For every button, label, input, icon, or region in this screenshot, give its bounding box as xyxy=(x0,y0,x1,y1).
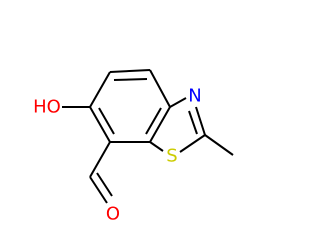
bond-c7a-c3a xyxy=(149,106,171,143)
bond-aldehyde-co xyxy=(89,176,108,204)
bond-c7-aldehyde-carbon xyxy=(89,141,111,178)
atom-label-hydroxyl-oxygen: HO xyxy=(33,97,61,118)
bond-c6-c7-inner xyxy=(98,107,115,135)
molecule-structure-diagram: HO N S O xyxy=(33,69,234,225)
bond-c4-c5 xyxy=(109,69,151,73)
atom-label-aldehyde-oxygen: O xyxy=(106,204,120,225)
bond-c2-methyl xyxy=(204,134,234,156)
bond-c3a-n3 xyxy=(169,97,187,108)
bond-c7a-c3a-inner xyxy=(145,107,162,135)
bond-n3-c2-inner xyxy=(188,110,198,135)
bond-c5-c6 xyxy=(89,71,111,108)
bond-n3-c2 xyxy=(195,106,206,136)
bond-c4-c5-inner xyxy=(113,78,148,81)
atom-label-thiazole-sulfur: S xyxy=(166,146,177,167)
bond-s1-c7a xyxy=(149,141,164,152)
bond-aldehyde-co-inner xyxy=(96,172,113,197)
bond-c6-c7 xyxy=(89,106,111,143)
atom-label-thiazole-nitrogen: N xyxy=(188,86,201,107)
bond-c3a-c4 xyxy=(149,69,171,108)
bond-c2-s1 xyxy=(179,134,206,153)
